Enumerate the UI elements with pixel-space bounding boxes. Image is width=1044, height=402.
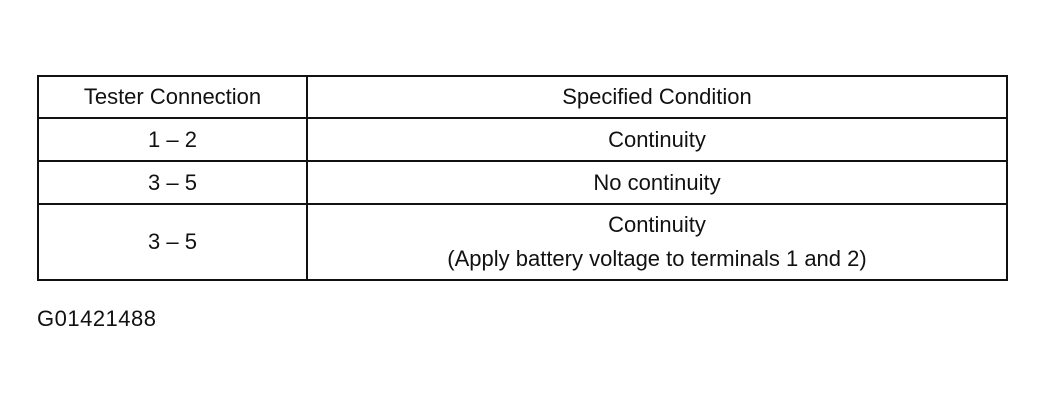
- table-row: 3 – 5 No continuity: [37, 160, 1008, 205]
- condition-cell: Continuity (Apply battery voltage to ter…: [306, 203, 1008, 281]
- table-header-row: Tester Connection Specified Condition: [37, 75, 1008, 119]
- header-tester-connection: Tester Connection: [37, 75, 308, 119]
- condition-cell: No continuity: [306, 160, 1008, 205]
- condition-cell: Continuity: [306, 117, 1008, 162]
- figure-code: G01421488: [37, 306, 157, 331]
- connection-cell: 3 – 5: [37, 203, 308, 281]
- condition-text: No continuity: [593, 169, 721, 195]
- table-row: 1 – 2 Continuity: [37, 117, 1008, 162]
- connection-cell: 3 – 5: [37, 160, 308, 205]
- condition-note: (Apply battery voltage to terminals 1 an…: [447, 246, 867, 271]
- table-row: 3 – 5 Continuity (Apply battery voltage …: [37, 203, 1008, 281]
- condition-text: Continuity: [608, 212, 706, 237]
- connection-cell: 1 – 2: [37, 117, 308, 162]
- header-specified-condition: Specified Condition: [306, 75, 1008, 119]
- tester-connection-table: Tester Connection Specified Condition 1 …: [37, 75, 1008, 281]
- condition-text: Continuity: [608, 126, 706, 152]
